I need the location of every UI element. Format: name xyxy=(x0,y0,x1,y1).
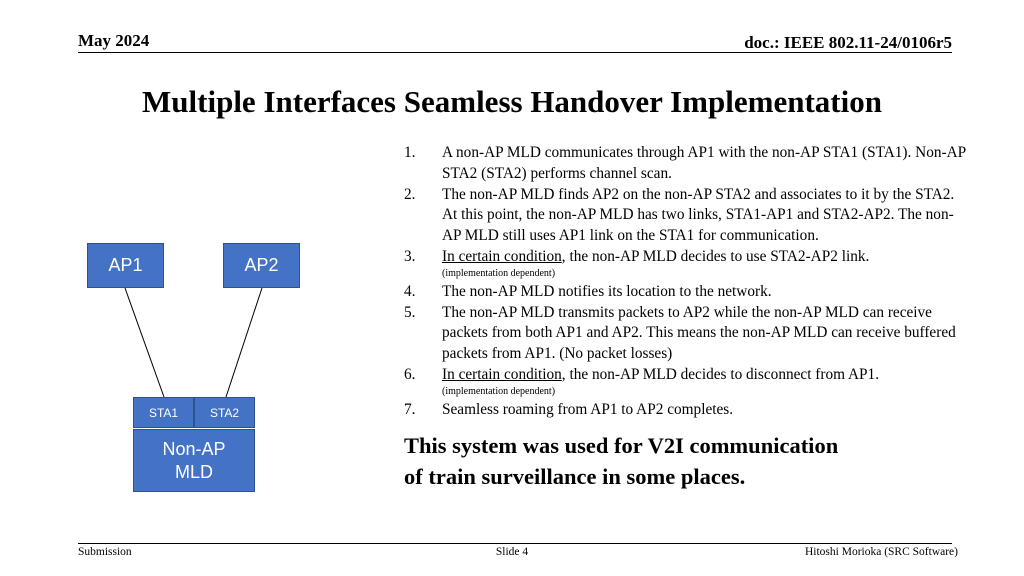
mld-label-line2: MLD xyxy=(174,461,213,482)
footer-submission: Submission xyxy=(78,546,132,558)
step-number: 6. xyxy=(404,365,416,383)
non-ap-mld-box: Non-AP MLD xyxy=(133,429,255,492)
step-text: The non-AP MLD notifies its location to … xyxy=(442,282,772,300)
footer-slide-number: Slide 4 xyxy=(495,546,529,558)
step-note: (implementation dependent) xyxy=(442,385,556,397)
ap1-box: AP1 xyxy=(87,243,164,288)
list-item: 1. A non-AP MLD communicates through AP1… xyxy=(404,143,972,185)
conclusion-line2: of train surveillance in some places. xyxy=(404,464,746,489)
step-text: A non-AP MLD communicates through AP1 wi… xyxy=(442,144,966,182)
step-number: 2. xyxy=(404,185,416,203)
step-number: 3. xyxy=(404,247,416,265)
sta2-box: STA2 xyxy=(194,397,255,428)
list-item: 7. Seamless roaming from AP1 to AP2 comp… xyxy=(404,400,972,421)
step-text: , the non-AP MLD decides to disconnect f… xyxy=(561,365,880,383)
handover-steps-list: 1. A non-AP MLD communicates through AP1… xyxy=(404,143,972,421)
sta1-box: STA1 xyxy=(133,397,194,428)
ap1-sta1-link xyxy=(124,287,165,398)
step-text: The non-AP MLD transmits packets to AP2 … xyxy=(442,303,956,363)
conclusion-text: This system was used for V2I communicati… xyxy=(404,430,964,492)
step-text: The non-AP MLD finds AP2 on the non-AP S… xyxy=(442,185,955,245)
step-text: Seamless roaming from AP1 to AP2 complet… xyxy=(442,400,734,418)
list-item: 3. In certain condition, the non-AP MLD … xyxy=(404,247,972,280)
step-number: 5. xyxy=(404,303,416,321)
conclusion-line1: This system was used for V2I communicati… xyxy=(404,433,839,458)
step-condition: In certain condition xyxy=(442,247,562,265)
step-text: , the non-AP MLD decides to use STA2-AP2… xyxy=(561,247,870,265)
step-number: 1. xyxy=(404,144,416,161)
footer-author: Hitoshi Morioka (SRC Software) xyxy=(804,546,958,558)
header-rule xyxy=(78,52,952,53)
slide-title: Multiple Interfaces Seamless Handover Im… xyxy=(142,84,882,119)
mld-label-line1: Non-AP xyxy=(162,438,226,459)
header-date: May 2024 xyxy=(78,31,150,50)
header-doc-id: doc.: IEEE 802.11-24/0106r5 xyxy=(744,33,952,52)
footer-rule xyxy=(78,543,952,544)
list-item: 5. The non-AP MLD transmits packets to A… xyxy=(404,303,972,365)
step-number: 7. xyxy=(404,400,416,418)
step-condition: In certain condition xyxy=(442,365,562,383)
step-note: (implementation dependent) xyxy=(442,267,556,279)
list-item: 6. In certain condition, the non-AP MLD … xyxy=(404,365,972,398)
ap2-sta2-link xyxy=(225,287,263,398)
list-item: 2. The non-AP MLD finds AP2 on the non-A… xyxy=(404,185,972,247)
list-item: 4. The non-AP MLD notifies its location … xyxy=(404,282,972,303)
step-number: 4. xyxy=(404,282,416,300)
ap2-box: AP2 xyxy=(223,243,300,288)
